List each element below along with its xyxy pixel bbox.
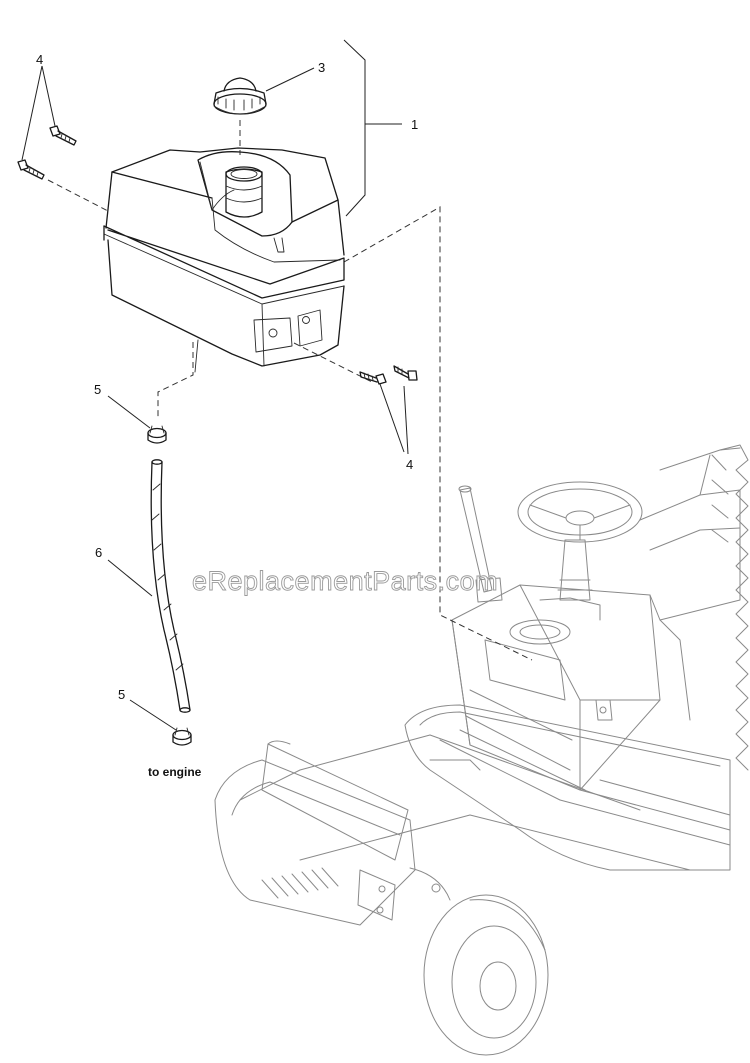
- fuel-hose: [150, 459, 191, 713]
- to-engine-note: to engine: [148, 765, 202, 779]
- callout-5-top: 5: [94, 382, 101, 397]
- callout-3: 3: [318, 60, 325, 75]
- callout-1: 1: [411, 117, 418, 132]
- watermark: eReplacementParts.com: [192, 566, 498, 596]
- leader-lines: [21, 39, 409, 731]
- fuel-tank: [103, 147, 345, 373]
- assembly-lines: [47, 120, 533, 661]
- fuel-cap: [213, 77, 267, 115]
- callout-5-bottom: 5: [118, 687, 125, 702]
- mower-illustration: [214, 444, 749, 1056]
- hose-clamps: [147, 425, 192, 746]
- callout-4-bottom: 4: [406, 457, 413, 472]
- callout-6: 6: [95, 545, 102, 560]
- screws: [17, 125, 418, 385]
- callouts: 1 3 4 4 5 5 6 to engine: [36, 52, 418, 779]
- callout-4-top: 4: [36, 52, 43, 67]
